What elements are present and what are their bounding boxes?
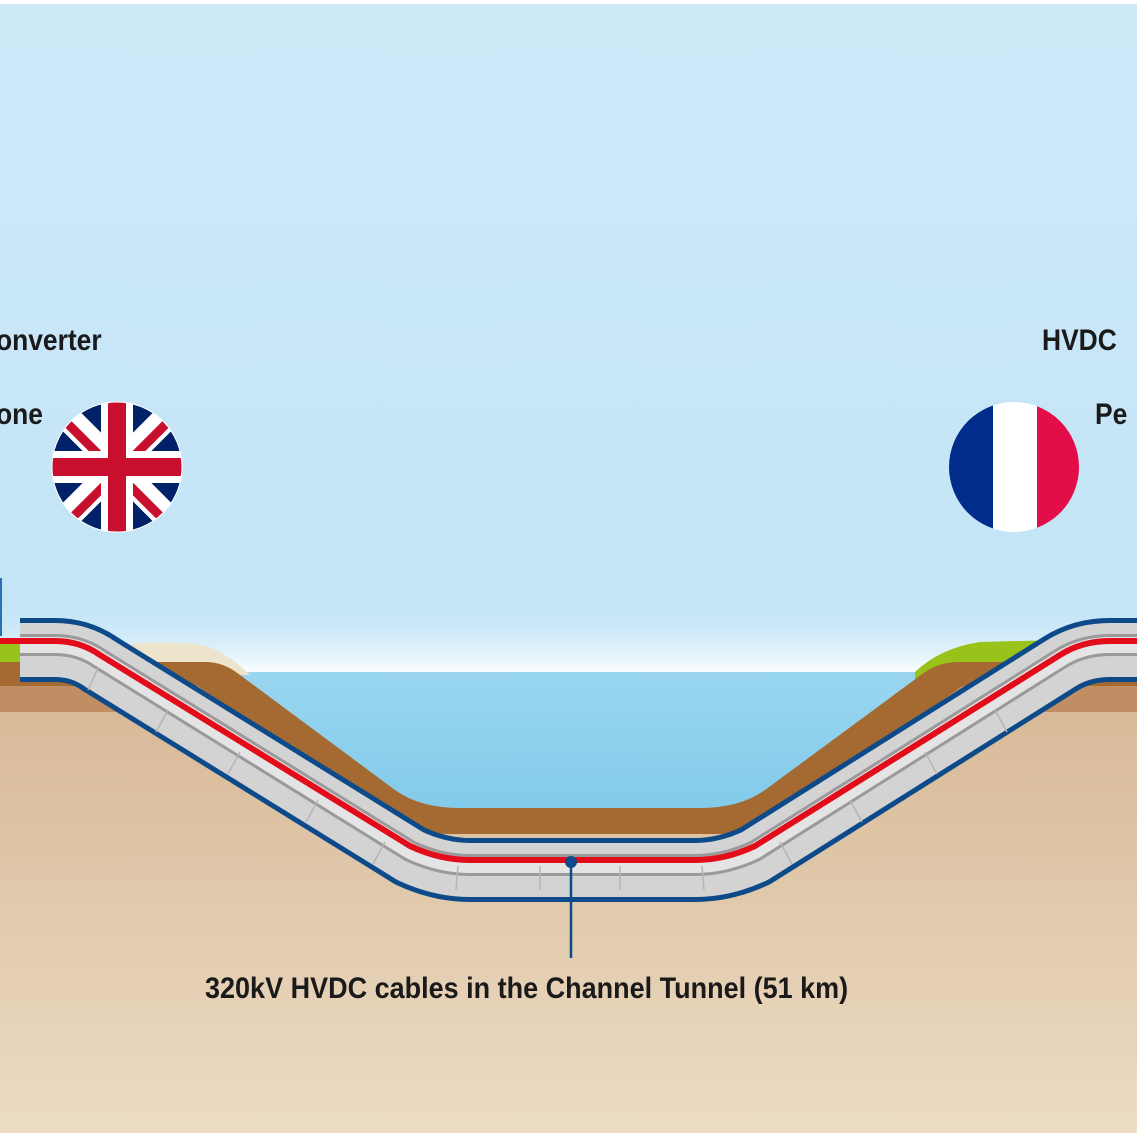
sky bbox=[0, 4, 1137, 694]
tunnel-inner-light bbox=[20, 637, 1137, 873]
uk-station-label-line1: onverter bbox=[0, 324, 102, 357]
fr-station-label-line2: Pe bbox=[1095, 398, 1128, 431]
hvdc-cable-red bbox=[0, 638, 1137, 863]
uk-flag-rim bbox=[51, 401, 183, 533]
channel-tunnel bbox=[0, 618, 1137, 902]
tunnel-segment-joints bbox=[87, 667, 1008, 891]
union-jack-flag-icon bbox=[52, 402, 182, 532]
uk-station-label-line2: one bbox=[0, 398, 43, 431]
cable-callout-pointer bbox=[565, 856, 577, 958]
french-flag-icon bbox=[949, 402, 1079, 532]
sea bbox=[200, 672, 940, 808]
cable-caption: 320kV HVDC cables in the Channel Tunnel … bbox=[205, 972, 849, 1005]
uk-grass bbox=[0, 644, 22, 664]
fr-station-label-line1: HVDC bbox=[1042, 324, 1117, 357]
